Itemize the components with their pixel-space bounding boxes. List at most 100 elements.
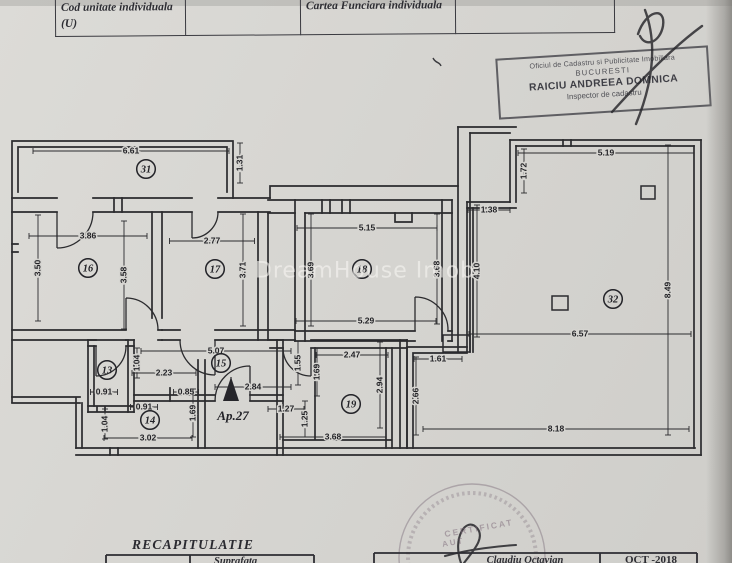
- dimension-label: 8.49: [663, 281, 673, 298]
- paper-edge-shadow-top: [0, 0, 732, 6]
- dimension: 3.58: [117, 220, 130, 330]
- dimension-label: 2.66: [411, 387, 421, 404]
- dimension-label: 1.55: [293, 354, 303, 371]
- dimension: 1.72: [517, 148, 530, 194]
- dimension: 5.19: [517, 146, 695, 159]
- dimension: 5.29: [295, 314, 437, 327]
- room-number-label: 16: [83, 264, 94, 275]
- dimension: 3.71: [236, 213, 249, 327]
- room-number: 16: [77, 257, 99, 279]
- dimension: 2.84: [214, 380, 292, 393]
- dimension-label: 3.50: [33, 259, 43, 276]
- dimension: 1.04: [98, 408, 111, 440]
- room-number-label: 14: [145, 416, 156, 427]
- room-number: 15: [210, 352, 232, 374]
- dimension: 2.77: [169, 234, 255, 247]
- dimension-label: 1.72: [519, 162, 529, 179]
- paper-edge-shadow-right: [706, 0, 732, 563]
- room-number: 19: [340, 393, 362, 415]
- room-number: 17: [204, 258, 226, 280]
- recap-table-header-suprafata: Suprafata: [214, 556, 258, 563]
- room-number: 13: [96, 359, 118, 381]
- room-number: 14: [139, 409, 161, 431]
- entrance-door-symbol: [223, 377, 239, 401]
- dimension: 6.57: [468, 327, 692, 340]
- dimension: 6.61: [32, 144, 230, 157]
- dimension-label: 2.77: [204, 236, 221, 246]
- dimension: 4.10: [470, 204, 483, 338]
- dimension-label: 2.94: [375, 376, 385, 393]
- dimension: 3.69: [304, 213, 317, 327]
- executant-signature: [443, 523, 518, 563]
- dimension-label: 6.61: [123, 146, 140, 156]
- dimension: 1.69: [310, 347, 323, 397]
- dimension-label: 1.04: [100, 415, 110, 432]
- dimension-label: 1.38: [481, 205, 498, 215]
- dimension: 0.85: [173, 385, 199, 398]
- dimension-label: 4.10: [472, 262, 482, 279]
- recapitulatie-title: RECAPITULATIE: [132, 537, 255, 552]
- apartment-number-label: Ap.27: [217, 408, 249, 423]
- dimension-label: 3.86: [80, 231, 97, 241]
- dimension: 2.66: [409, 356, 422, 436]
- dimension: 1.55: [291, 340, 304, 386]
- dimension-label: 1.04: [132, 354, 142, 371]
- dimension: 1.31: [233, 142, 246, 184]
- dimension-label: 3.68: [432, 260, 442, 277]
- dimension: 1.04: [130, 347, 143, 379]
- dimension-label: 0.91: [96, 387, 113, 397]
- dimension-label: 2.84: [245, 382, 262, 392]
- dimension: 1.25: [298, 400, 311, 438]
- dimension-label: 2.47: [344, 350, 361, 360]
- dimension: 1.38: [467, 203, 511, 216]
- dimension: 2.23: [131, 366, 197, 379]
- dimension-label: 1.27: [278, 404, 295, 414]
- dimension: 1.27: [267, 402, 305, 415]
- dimension-label: 3.68: [325, 432, 342, 442]
- room-number: 18: [351, 258, 373, 280]
- dimension: 2.94: [373, 341, 386, 429]
- room-number-label: 15: [216, 359, 227, 370]
- dimension-label: 5.29: [358, 316, 375, 326]
- room-number: 31: [135, 158, 157, 180]
- dimension: 8.49: [661, 144, 674, 436]
- dimension-label: 3.69: [306, 261, 316, 278]
- dimension-label: 1.69: [188, 404, 198, 421]
- room-number-label: 13: [102, 366, 113, 377]
- recap-table-borders: [105, 552, 698, 563]
- room-number-label: 32: [607, 295, 619, 306]
- dimension: 8.18: [422, 422, 690, 435]
- dimension-label: 6.57: [572, 329, 589, 339]
- dimension-label: 8.18: [548, 424, 565, 434]
- inspector-signature: [610, 8, 704, 126]
- dimension-label: 2.23: [156, 368, 173, 378]
- room-number-label: 18: [357, 265, 368, 276]
- dimension-label: 3.02: [140, 433, 157, 443]
- dimension: 1.69: [186, 388, 199, 438]
- dimension-label: 1.25: [300, 410, 310, 427]
- executant-name: Claudiu Octavian: [486, 555, 564, 563]
- dimension-label: 5.15: [359, 223, 376, 233]
- dimension-label: 3.71: [238, 261, 248, 278]
- date-stamp: OCT -2018: [624, 554, 678, 563]
- dimension-label: 1.69: [312, 363, 322, 380]
- dimension-label: 0.85: [178, 387, 195, 397]
- dimension: 3.68: [430, 213, 443, 325]
- dimension: 3.68: [279, 430, 387, 443]
- watermark: DreamHouse Imob: [254, 258, 476, 284]
- room-number-label: 17: [210, 265, 221, 276]
- room-number: 32: [602, 288, 624, 310]
- dimension: 3.02: [103, 431, 193, 444]
- dimension-label: 1.31: [235, 154, 245, 171]
- round-certification-stamp: [398, 483, 546, 563]
- dimension: 1.61: [413, 352, 463, 365]
- dimension: 2.47: [315, 348, 389, 361]
- dimension-label: 3.58: [119, 266, 129, 283]
- room-number-label: 19: [346, 400, 357, 411]
- dimension-label: 0.91: [136, 402, 153, 412]
- dimension: 0.91: [90, 385, 118, 398]
- room-number-label: 31: [140, 165, 152, 176]
